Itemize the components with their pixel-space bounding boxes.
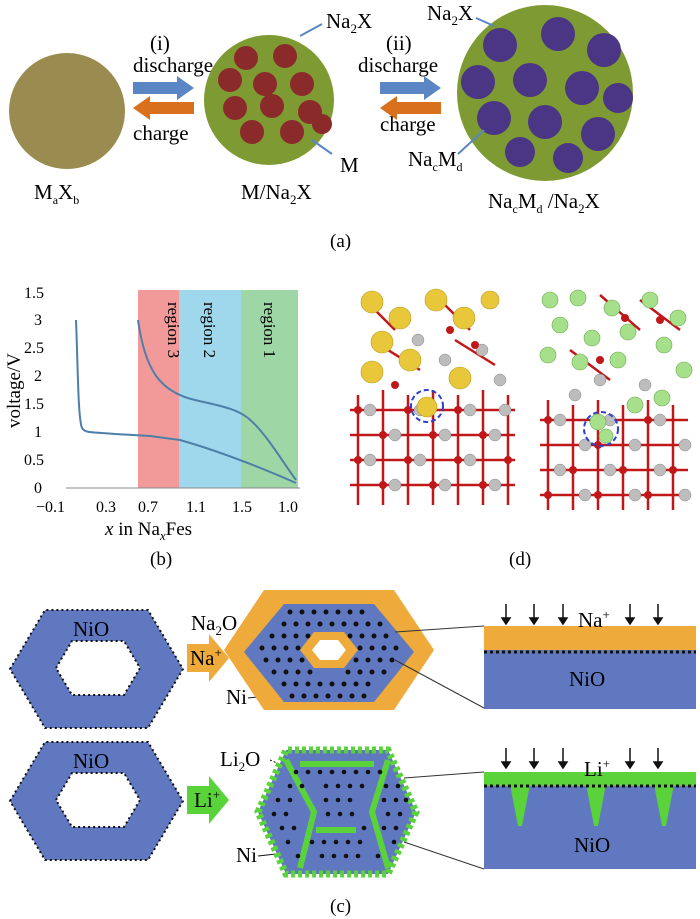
- li-arrow: [187, 776, 229, 824]
- ni-dots-bottom: [271, 769, 409, 859]
- na-ion-label: Na+: [578, 607, 610, 632]
- li-atoms: [539, 289, 693, 444]
- region-2-band: [179, 290, 241, 488]
- step1-discharge-arrow: [133, 76, 194, 100]
- caption-c: (c): [330, 896, 351, 917]
- na-ion-arrows: [500, 604, 664, 626]
- sphere-m-na2x-label: M/Na2X: [241, 180, 312, 207]
- nio-hexagon-top: [8, 609, 185, 729]
- step1-charge-arrow: [133, 96, 194, 120]
- sphere-maxb: [9, 53, 125, 169]
- y-tick-labels: 1.5 3 2.5 2 1.5 1 0.5 0: [24, 285, 44, 497]
- zoom-line-bottom-1: [403, 771, 485, 779]
- zoom-line-top-1: [394, 625, 485, 633]
- nio-label-top-right: NiO: [569, 667, 605, 691]
- caption-b: (b): [150, 549, 172, 570]
- caption-a: (a): [330, 231, 351, 252]
- y-tick: 1: [34, 424, 42, 441]
- structure-na: [350, 288, 515, 505]
- sphere3-nacmd-label: NacMd: [408, 147, 463, 174]
- region-1-band: [241, 290, 298, 488]
- nio-label-bottom-right: NiO: [574, 833, 610, 857]
- step2-discharge-label: discharge: [358, 53, 438, 77]
- fe-atoms-li: [553, 373, 692, 502]
- sphere3-na2x-label: Na2X: [427, 1, 473, 28]
- sphere-maxb-label: MaXb: [34, 180, 79, 207]
- step2-charge-arrow: [380, 96, 441, 120]
- discharge-curve: [75, 319, 297, 484]
- o-atoms-li: [544, 314, 677, 499]
- na2x-pointer-1: [299, 23, 323, 37]
- panel-a: MaXb (i) discharge charge Na2X: [9, 1, 633, 252]
- x-tick-labels: −0.1 0.3 0.7 1.1 1.5 1.0: [36, 499, 298, 516]
- y-tick: 3: [34, 312, 42, 329]
- x-tick: −0.1: [36, 499, 65, 516]
- zoom-line-bottom-2: [403, 841, 485, 870]
- li2o-veins: [283, 758, 391, 869]
- region-1-label: region 1: [260, 302, 279, 358]
- step2-charge-label: charge: [380, 112, 436, 136]
- x-tick: 0.7: [138, 499, 158, 516]
- step1-discharge-label: discharge: [133, 53, 213, 77]
- ni-label-bottom: Ni: [236, 843, 257, 867]
- region-3-label: region 3: [164, 302, 183, 358]
- structure-li: [539, 289, 693, 510]
- step1-number: (i): [150, 31, 170, 55]
- ni-dots-top: [259, 609, 399, 699]
- nacmd-particles: [461, 17, 633, 173]
- li-arrow-label: Li+: [194, 787, 220, 812]
- li-ion-label: Li+: [584, 756, 610, 781]
- sphere2-m-label: M: [340, 153, 359, 177]
- li-interface-zoom: [484, 748, 696, 869]
- caption-d: (d): [509, 549, 531, 570]
- panel-b: region 3 region 2 region 1 1.5 3 2.5 2 1…: [4, 285, 300, 570]
- na-arrow-label: Na+: [190, 645, 222, 670]
- y-tick: 2.5: [24, 340, 44, 357]
- nio-hexagon-bottom: [8, 741, 185, 861]
- nacmd-pointer: [457, 129, 485, 155]
- na2x-pointer-2: [475, 17, 495, 27]
- na-atoms: [360, 288, 500, 418]
- sphere-nacmd-na2x-label: NacMd /Na2X: [488, 189, 600, 216]
- x-tick: 1.1: [186, 499, 206, 516]
- na-highlight-circle: [410, 389, 444, 423]
- li-ion-arrows: [500, 748, 664, 770]
- na2o-label: Na2O: [191, 611, 237, 638]
- y-tick: 0: [34, 480, 42, 497]
- x-tick: 1.0: [278, 499, 298, 516]
- fe-atoms-na: [363, 333, 512, 492]
- panel-d: (d): [350, 288, 693, 570]
- y-axis-label: voltage/V: [4, 353, 25, 428]
- y-tick: 1.5: [24, 396, 44, 413]
- nio-label-top-left: NiO: [73, 617, 109, 641]
- ni-pointer-bottom: [257, 853, 277, 857]
- x-tick: 0.3: [96, 499, 116, 516]
- x-tick: 1.5: [232, 499, 252, 516]
- region-2-label: region 2: [200, 302, 219, 358]
- m-particles: [218, 44, 332, 144]
- na-interface-zoom: [484, 604, 696, 709]
- core-hole-inner-top: [312, 640, 346, 660]
- y-tick: 2: [34, 368, 42, 385]
- nio-particle-lithiated: [254, 746, 420, 878]
- x-axis-label: x in NaxFes: [104, 519, 192, 543]
- ni-label-top: Ni: [226, 685, 247, 709]
- step2-discharge-arrow: [380, 76, 441, 100]
- zoom-line-top-2: [394, 659, 485, 709]
- m-pointer: [311, 139, 333, 155]
- na-arrow: [187, 634, 229, 682]
- li-highlight-circle: [583, 411, 619, 447]
- charge-curve: [137, 319, 297, 481]
- panel-c: NiO Na+ Na2O Ni: [8, 590, 696, 917]
- nio-label-bottom-left: NiO: [73, 749, 109, 773]
- o-atoms-na: [354, 326, 512, 489]
- y-tick: 0.5: [24, 452, 44, 469]
- step1-charge-label: charge: [133, 121, 189, 145]
- region-3-band: [138, 290, 179, 488]
- sphere2-na2x-label: Na2X: [326, 9, 372, 36]
- y-tick: 1.5: [24, 285, 44, 302]
- li2o-label: Li2O: [220, 747, 260, 774]
- step2-number: (ii): [386, 31, 412, 55]
